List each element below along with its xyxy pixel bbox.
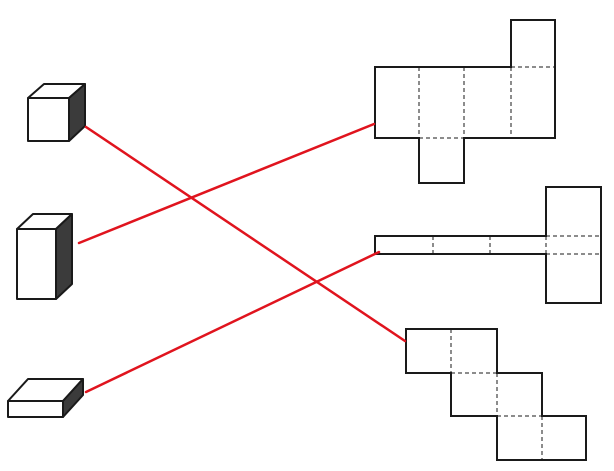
cube-front-face (27, 97, 70, 142)
flat-box-front-face (7, 400, 64, 418)
net-cross-outline (374, 19, 556, 184)
match-line-flat-box-to-strip (84, 250, 381, 394)
solid-flat-box (7, 378, 84, 418)
tall-box-side-face (55, 213, 73, 300)
tall-box-front-face (16, 228, 57, 300)
net-strip (374, 186, 602, 304)
match-line-cube-to-staircase (84, 125, 407, 343)
solid-tall-box (16, 213, 73, 300)
solid-cube (27, 83, 86, 142)
match-line-tall-box-to-cross (77, 122, 376, 245)
net-cross (374, 19, 556, 184)
net-staircase-outline (405, 328, 587, 461)
net-staircase (405, 328, 587, 461)
net-strip-outline (374, 186, 602, 304)
